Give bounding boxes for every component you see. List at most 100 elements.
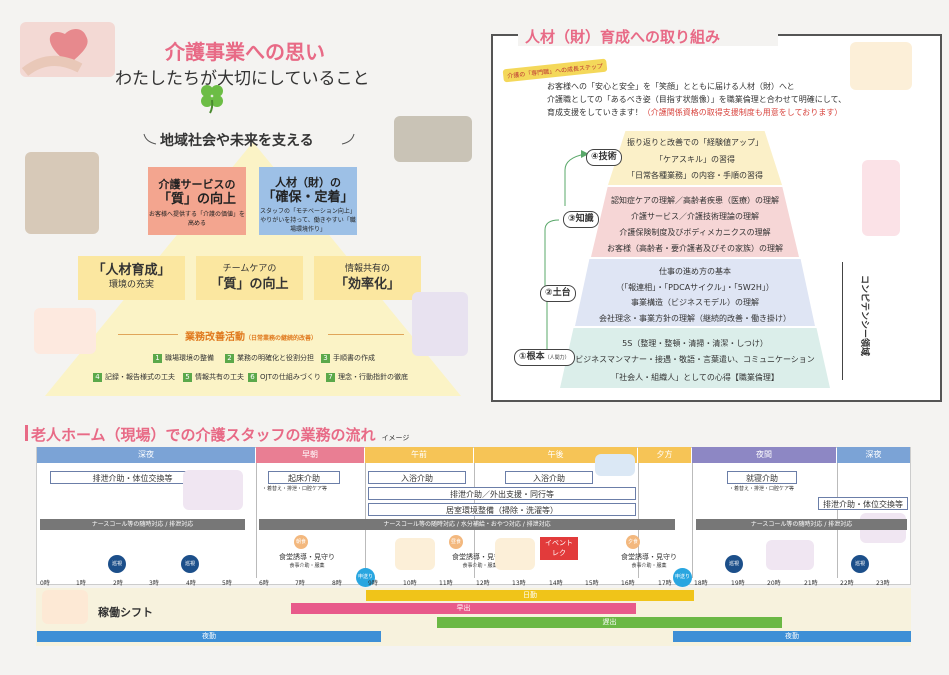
- task-sleep-note: ・着替え・排泄・口腔ケア等: [729, 486, 795, 492]
- philosophy-title: 介護事業への思い: [165, 40, 325, 64]
- root-row-1: 5S（整理・整頓・清掃・清潔・しつけ）: [622, 339, 768, 348]
- knowledge-row-1: 認知症ケアの理解／高齢者疾患（医療）の理解: [611, 196, 779, 205]
- meal-care-lunch: 食堂誘導・見守り食事介助・服薬: [452, 553, 508, 571]
- hour-label: 9時: [368, 580, 378, 587]
- num-badge: 1: [153, 353, 162, 363]
- meal-care-note: 食事介助・服薬: [462, 563, 498, 569]
- patrol-badge: 巡視: [851, 555, 869, 573]
- wheelchair-illustration: [412, 292, 468, 356]
- nurse-illustration: [862, 160, 900, 236]
- num-badge: 6: [248, 372, 257, 382]
- improve-item-text: 業務の明確化と役割分担: [237, 354, 314, 362]
- skill-row-1: 振り返りと改善での「経験値アップ」: [627, 138, 763, 147]
- team-line2: 「質」の向上: [210, 277, 289, 292]
- improve-line-right: [328, 334, 404, 335]
- task-bath-2: 入浴介助: [505, 471, 593, 484]
- quality-line1: 介護サービスの: [158, 178, 236, 191]
- hour-label: 5時: [222, 580, 232, 587]
- hr-box: 人材（財）の 「確保・定着」 スタッフの「モチベーション向上」 やりがいを持って…: [259, 167, 357, 235]
- competency-label: コンピテンシー領域: [859, 275, 869, 357]
- nurse-call-1: ナースコール等の随時対応 / 排泄対応: [40, 519, 245, 530]
- pyramid-layer-skill: [608, 131, 782, 185]
- patrol-badge: 巡視: [181, 555, 199, 573]
- patrol-badge: 巡視: [725, 555, 743, 573]
- level-knowledge: ③知識: [563, 211, 599, 228]
- heart-hands-photo: [20, 22, 115, 77]
- team-line1: チームケアの: [222, 264, 277, 274]
- foundation-row-2: （「報連相」・「PDCAサイクル」・「5W2H」）: [616, 283, 774, 292]
- meal-illustration: [34, 308, 96, 354]
- info-line1: 情報共有の: [344, 264, 390, 274]
- quality-line2: 「質」の向上: [157, 192, 236, 207]
- hour-label: 16時: [621, 580, 635, 587]
- staff-group-illustration: [42, 590, 88, 624]
- hr-line1: 人材（財）の: [275, 176, 341, 189]
- foundation-row-4: 会社理念・事業方針の理解（継続的改善・働き掛け）: [599, 314, 791, 323]
- left-hand-icon: [143, 133, 157, 145]
- breakfast-badge: 朝食: [294, 535, 308, 549]
- meal-care-label: 食堂誘導・見守り: [279, 553, 335, 561]
- workflow-title-note: イメージ: [381, 434, 410, 442]
- dining-hall-photo: [394, 116, 472, 162]
- right-hand-icon: [341, 133, 355, 145]
- shift-night-evening: 夜勤: [673, 631, 911, 642]
- hour-label: 17時: [658, 580, 672, 587]
- patrol-badge: 巡視: [108, 555, 126, 573]
- team-box: チームケアの 「質」の向上: [196, 256, 303, 300]
- nurse-call-3: ナースコール等の随時対応 / 排泄対応: [696, 519, 907, 530]
- growth-arrows: [544, 150, 589, 350]
- level-foundation: ②土台: [540, 285, 576, 302]
- task-bath-1: 入浴介助: [368, 471, 466, 484]
- hour-label: 12時: [476, 580, 490, 587]
- pyramid-top-label: 地域社会や未来を支える: [160, 133, 314, 149]
- improve-title-text: 業務改善活動: [185, 332, 245, 343]
- hour-label: 7時: [295, 580, 305, 587]
- sec2-title-bg: [518, 24, 778, 46]
- root-row-3: 「社会人・組織人」としての心得【職業倫理】: [611, 373, 779, 382]
- hr-note2: やりがいを持って、働きやすい「職場環境作り」: [260, 217, 356, 233]
- task-outing: 排泄介助／外出支援・同行等: [368, 487, 636, 500]
- num-badge: 7: [326, 372, 335, 382]
- root-row-2: ビジネスマンマナー・接遇・敬語・言葉遣い、コミュニケーション: [575, 355, 815, 364]
- improve-item-text: 手順書の作成: [333, 354, 375, 362]
- meal-care-label: 食堂誘導・見守り: [621, 553, 677, 561]
- task-environment: 居室環境整備（掃除・洗濯等）: [368, 503, 636, 516]
- elderly-illustration: [495, 538, 535, 570]
- quality-note: お客様へ提供する「介護の価値」を高める: [148, 211, 245, 227]
- hour-label: 20時: [767, 580, 781, 587]
- num-badge: 3: [321, 353, 330, 363]
- meal-care-label: 食堂誘導・見守り: [452, 553, 508, 561]
- hour-label: 1時: [76, 580, 86, 587]
- care-illustration-3: [766, 540, 814, 570]
- hour-label: 8時: [332, 580, 342, 587]
- care-illustration-1: [183, 470, 243, 510]
- num-badge: 5: [183, 372, 192, 382]
- workflow-title: 老人ホーム（現場）での介護スタッフの業務の流れイメージ: [31, 424, 409, 445]
- hr-desc-1: お客様への「安心と安全」を「笑顔」とともに届ける人材（財）へと: [547, 82, 795, 91]
- training-line2: 環境の充実: [108, 280, 154, 290]
- foundation-row-3: 事業構造（ビジネスモデル）の理解: [631, 298, 759, 307]
- level-root-label: ①根本: [519, 352, 545, 362]
- task-wakeup: 起床介助: [268, 471, 340, 484]
- hr-desc-3-red: （介護関係資格の取得支援制度も用意をしております）: [642, 108, 843, 117]
- hour-label: 19時: [731, 580, 745, 587]
- hour-label: 6時: [259, 580, 269, 587]
- period-early-morning: 早朝: [256, 447, 364, 463]
- heart-icon: [21, 29, 88, 77]
- hr-note1: スタッフの「モチベーション向上」: [260, 208, 356, 215]
- shift-title: 稼働シフト: [98, 606, 153, 619]
- competency-bracket: [838, 262, 843, 380]
- foundation-row-1: 仕事の進め方の基本: [659, 267, 731, 276]
- period-night: 夜間: [692, 447, 836, 463]
- improve-title: 業務改善活動（日常業務の継続的改善）: [185, 328, 317, 343]
- training-box: 「人材育成」 環境の充実: [78, 256, 185, 300]
- hour-label: 11時: [439, 580, 453, 587]
- pyramid-layer-root: [560, 328, 830, 388]
- skill-row-2: 「ケアスキル」の習得: [655, 155, 735, 164]
- hr-desc-3-wrap: 育成支援をしていきます！（介護関係資格の取得支援制度も用意をしております）: [547, 107, 842, 118]
- improve-note: （日常業務の継続的改善）: [245, 335, 318, 342]
- handover-badge-evening: 申送り: [673, 568, 692, 587]
